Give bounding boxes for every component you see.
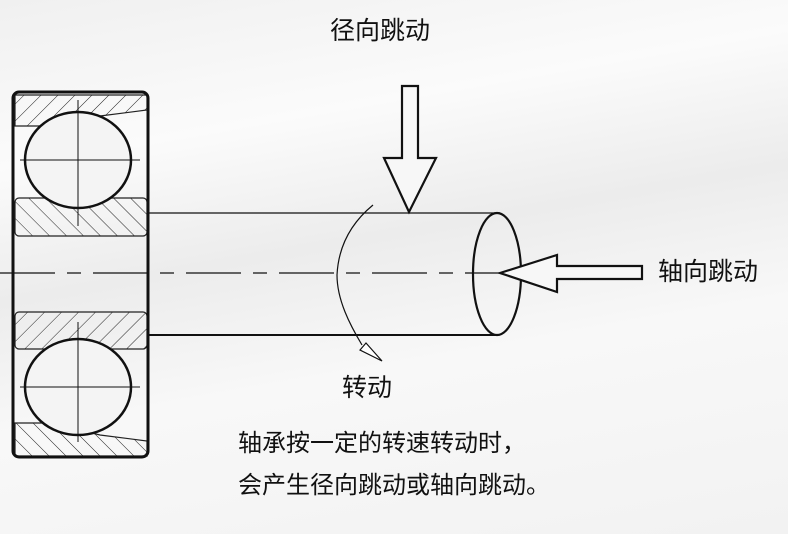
shaft bbox=[148, 211, 523, 337]
axial-arrow bbox=[496, 253, 644, 294]
caption-line-1: 轴承按一定的转速转动时， bbox=[238, 429, 526, 457]
bearing bbox=[11, 90, 150, 459]
caption-line-2: 会产生径向跳动或轴向跳动。 bbox=[238, 471, 550, 499]
axial-runout-label: 轴向跳动 bbox=[658, 257, 759, 286]
radial-arrow bbox=[382, 84, 438, 215]
bearing-outline bbox=[11, 90, 150, 459]
radial-runout-label: 径向跳动 bbox=[330, 16, 431, 45]
rotation-label: 转动 bbox=[342, 373, 393, 402]
rotation-arrow bbox=[336, 204, 383, 362]
